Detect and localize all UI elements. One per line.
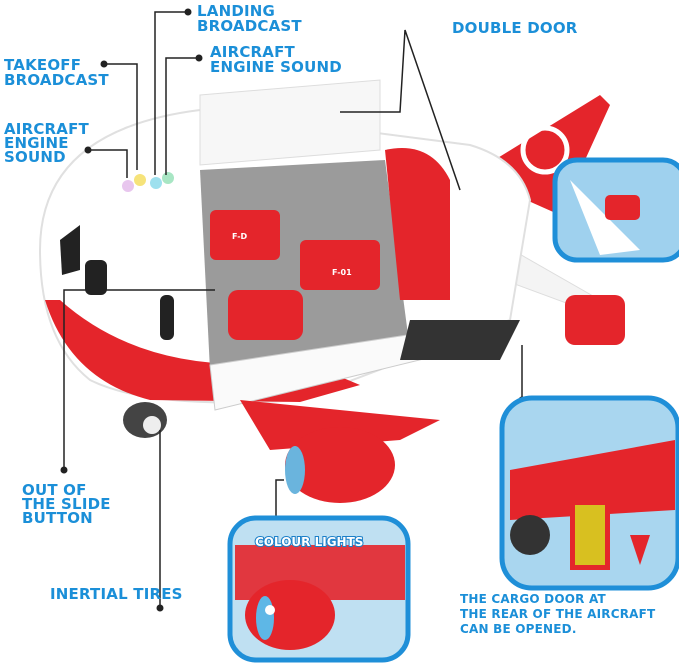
front-wheel-hub [143,416,161,434]
label-engine-sound-left: AIRCRAFT ENGINE SOUND [4,120,89,166]
label-landing-broadcast: LANDING BROADCAST [197,2,302,35]
cockpit-window [60,225,80,275]
window [85,260,107,295]
label-double-door: DOUBLE DOOR [452,19,578,37]
truck-code-marking: F-D [232,232,248,241]
engine [285,427,395,503]
roof-door [199,79,381,166]
window [160,295,174,340]
inset-tail-view [552,157,679,263]
label-cargo-door: THE CARGO DOOR AT THE REAR OF THE AIRCRA… [460,592,656,636]
engine-sound-button [122,180,134,192]
tail-logo [520,125,570,175]
inset-cargo-door [499,395,679,591]
inset-colour-lights [227,515,411,663]
label-engine-sound-top: AIRCRAFT ENGINE SOUND [210,43,342,76]
takeoff-button [134,174,146,186]
ramp [400,320,520,360]
label-slide-button: OUT OF THE SLIDE BUTTON [22,481,111,527]
fire-truck [300,240,380,290]
label-inertial-tires: INERTIAL TIRES [50,585,183,603]
label-colour-lights: COLOUR LIGHTS [254,534,364,550]
small-fire-car [565,295,625,345]
label-takeoff-broadcast: TAKEOFF BROADCAST [4,56,109,89]
engine-light [285,446,305,494]
fire-truck [210,210,280,260]
double-door [385,148,450,300]
fire-car [228,290,303,340]
engine-sound-button-2 [162,172,174,184]
truck-code-marking: F-01 [332,268,352,277]
landing-button [150,177,162,189]
main-wing [240,400,440,450]
leader-lines [63,11,523,608]
